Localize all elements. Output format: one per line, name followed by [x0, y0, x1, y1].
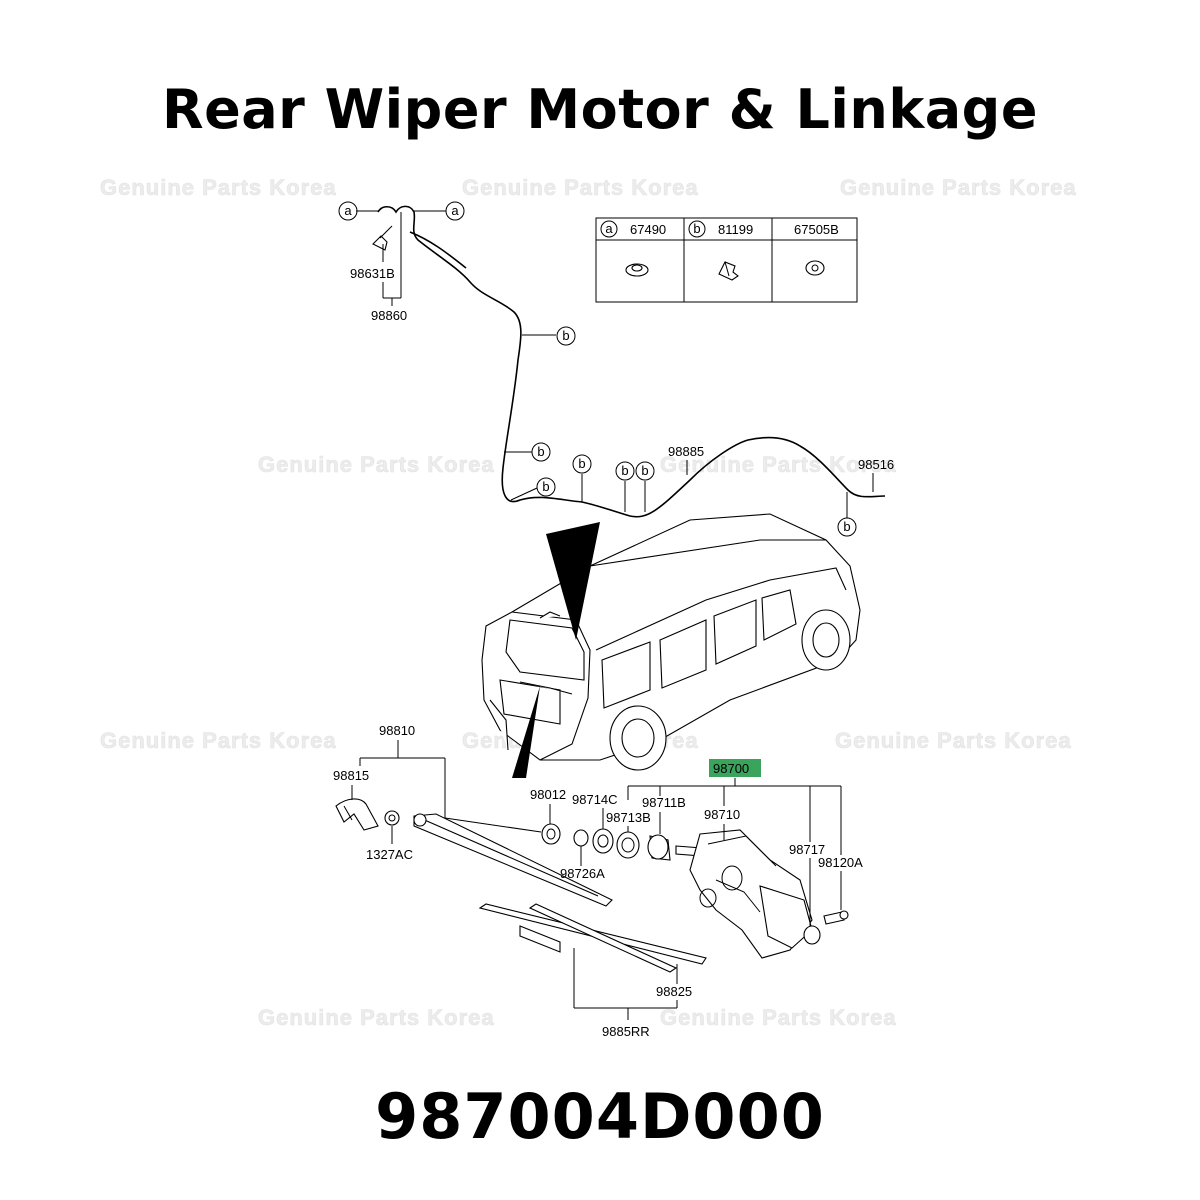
callout-9885RR: 9885RR	[602, 1024, 650, 1039]
watermark: Genuine Parts Korea	[100, 175, 337, 200]
marker-b-circle	[837, 517, 857, 537]
callout-98717: 98717	[789, 842, 825, 857]
part-number: 987004D000	[375, 1080, 825, 1153]
marker-a-circle	[445, 201, 465, 221]
marker-b-label: b	[578, 456, 585, 471]
watermark: Genuine Parts Korea	[258, 1005, 495, 1030]
callout-98516: 98516	[858, 457, 894, 472]
marker-b-circle	[556, 326, 576, 346]
watermark: Genuine Parts Korea	[835, 728, 1072, 753]
marker-a-circle	[338, 201, 358, 221]
callout-1327AC: 1327AC	[366, 847, 413, 862]
wiper-motor-assembly	[541, 823, 849, 959]
marker-a-label: a	[451, 203, 459, 218]
marker-b-circle	[688, 220, 706, 238]
page-title: Rear Wiper Motor & Linkage	[162, 78, 1038, 141]
fastener-table: a 67490 b 81199 67505B	[595, 217, 858, 303]
marker-a-label: a	[605, 221, 613, 236]
callout-98711B: 98711B	[642, 795, 686, 810]
watermark: Genuine Parts Korea	[660, 1005, 897, 1030]
watermark: Genuine Parts Korea	[258, 452, 495, 477]
callout-98700: 98700	[713, 761, 749, 776]
callout-98825: 98825	[656, 984, 692, 999]
callout-98631B: 98631B	[350, 266, 395, 281]
marker-b-circle	[536, 477, 556, 497]
callout-98860: 98860	[371, 308, 407, 323]
vehicle-illustration	[481, 513, 861, 778]
marker-b-label: b	[542, 479, 549, 494]
callout-98713B: 98713B	[606, 810, 651, 825]
marker-a-label: a	[344, 203, 352, 218]
marker-b-circle	[572, 454, 592, 474]
marker-b-label: b	[562, 328, 569, 343]
marker-b-circle	[635, 461, 655, 481]
marker-a-circle	[600, 220, 618, 238]
marker-b-circle	[615, 461, 635, 481]
callout-98710: 98710	[704, 807, 740, 822]
marker-b-circle	[531, 442, 551, 462]
callout-98885: 98885	[668, 444, 704, 459]
callout-98815: 98815	[333, 768, 369, 783]
watermark: Genuine Parts Korea	[100, 728, 337, 753]
wiper-arm-assembly	[335, 798, 707, 973]
marker-b-label: b	[641, 463, 648, 478]
watermark: Genuine Parts Korea	[660, 452, 897, 477]
callout-98810: 98810	[379, 723, 415, 738]
callout-98714C: 98714C	[572, 792, 618, 807]
marker-b-label: b	[843, 519, 850, 534]
marker-b-label: b	[537, 444, 544, 459]
fastener-code: 81199	[718, 222, 753, 237]
watermark: Genuine Parts Korea	[462, 175, 699, 200]
callout-98120A: 98120A	[818, 855, 863, 870]
clip-67490-icon	[625, 263, 649, 277]
callout-98012: 98012	[530, 787, 566, 802]
callout-98700-highlight	[709, 759, 761, 777]
watermark: Genuine Parts Korea	[840, 175, 1077, 200]
fastener-code: 67490	[630, 222, 666, 237]
fastener-code: 67505B	[794, 222, 839, 237]
clip-67505B-icon	[805, 260, 825, 276]
callout-98726A: 98726A	[560, 866, 605, 881]
washer-hose-assembly: a a b b b b b b b 98631B 98860 98885	[338, 201, 894, 537]
marker-b-label: b	[621, 463, 628, 478]
watermarks: Genuine Parts Korea Genuine Parts Korea …	[100, 175, 1077, 1031]
lower-callouts: 98810 98815 1327AC 98012 98714C 98711B 9…	[333, 723, 863, 1039]
marker-b-label: b	[693, 221, 700, 236]
clip-81199-icon	[718, 261, 739, 281]
